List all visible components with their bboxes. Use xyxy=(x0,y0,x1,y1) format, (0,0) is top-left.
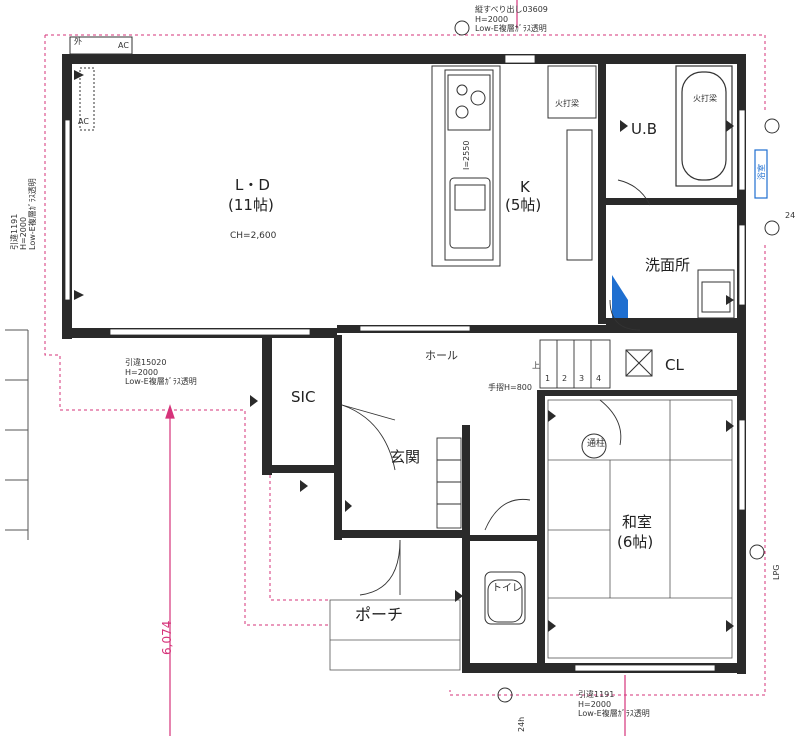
label-stair-4: 4 xyxy=(596,374,602,383)
exterior-posts xyxy=(5,329,29,540)
window-note-top: 縦すべり出し03609 H=2000 Low-E複層ｶﾞﾗｽ透明 xyxy=(475,5,548,34)
room-closet-name: CL xyxy=(665,356,684,374)
room-hall-name: ホール xyxy=(425,349,458,362)
tatami-grid xyxy=(547,399,733,659)
blue-marks xyxy=(612,149,768,318)
pillar-circle xyxy=(581,433,607,459)
label-24-bottom: 24h xyxy=(517,716,526,732)
room-ld-name: L・D xyxy=(235,176,270,194)
room-tatami-name: 和室 xyxy=(622,513,653,531)
label-fire-kitchen: 火打梁 xyxy=(555,99,579,108)
label-stair-1: 1 xyxy=(545,374,551,383)
room-washroom-name: 洗面所 xyxy=(645,256,691,274)
window-note-bottom: 引違1191 H=2000 Low-E複層ｶﾞﾗｽ透明 xyxy=(578,690,650,719)
label-handrail: 手摺H=800 xyxy=(488,383,532,392)
room-porch-name: ポーチ xyxy=(355,605,404,624)
room-sic-name: SIC xyxy=(291,388,316,406)
label-up: 上 xyxy=(532,361,540,370)
windows xyxy=(64,54,746,672)
room-bath-name: U.B xyxy=(631,120,658,138)
label-ac-side: AC xyxy=(78,117,89,126)
wall-markers xyxy=(74,70,734,632)
room-ld-size: (11帖) xyxy=(228,196,274,214)
label-outdoor: 外 xyxy=(74,37,82,46)
room-ld-ceiling: CH=2,600 xyxy=(230,231,277,241)
kitchen-counter xyxy=(431,65,597,267)
washroom-sink xyxy=(697,269,735,319)
dimension-line xyxy=(165,0,626,736)
bathtub xyxy=(675,65,733,187)
label-24-right: 24 xyxy=(785,211,796,220)
roof-outline xyxy=(44,34,766,696)
label-stair-3: 3 xyxy=(579,374,585,383)
closet-mark xyxy=(625,349,653,377)
door-swings xyxy=(341,179,651,596)
label-bath-side: 浴室 xyxy=(757,164,766,180)
window-note-left: 引違1191 H=2000 Low-E複層ｶﾞﾗｽ透明 xyxy=(10,178,38,250)
room-kitchen-size: (5帖) xyxy=(505,196,542,214)
label-pillar: 通柱 xyxy=(587,439,606,449)
room-tatami-size: (6帖) xyxy=(617,533,654,551)
stairs xyxy=(436,339,611,529)
label-ac-top: AC xyxy=(118,41,129,50)
label-kitchen-side: I=2550 xyxy=(462,140,471,170)
room-kitchen-name: K xyxy=(520,178,530,196)
ac-unit-box xyxy=(69,36,133,131)
exterior-fittings xyxy=(454,20,780,703)
dimension-vertical: 6,074 xyxy=(160,620,174,655)
label-stair-2: 2 xyxy=(562,374,568,383)
room-toilet-name: トイレ xyxy=(492,583,522,594)
label-lpg: LPG xyxy=(772,564,781,580)
toilet-fixture xyxy=(484,571,526,625)
label-fire-bath: 火打梁 xyxy=(693,94,717,103)
porch-steps xyxy=(329,599,461,671)
window-note-middle: 引違15020 H=2000 Low-E複層ｶﾞﾗｽ透明 xyxy=(125,358,197,387)
room-entrance-name: 玄関 xyxy=(390,448,421,466)
